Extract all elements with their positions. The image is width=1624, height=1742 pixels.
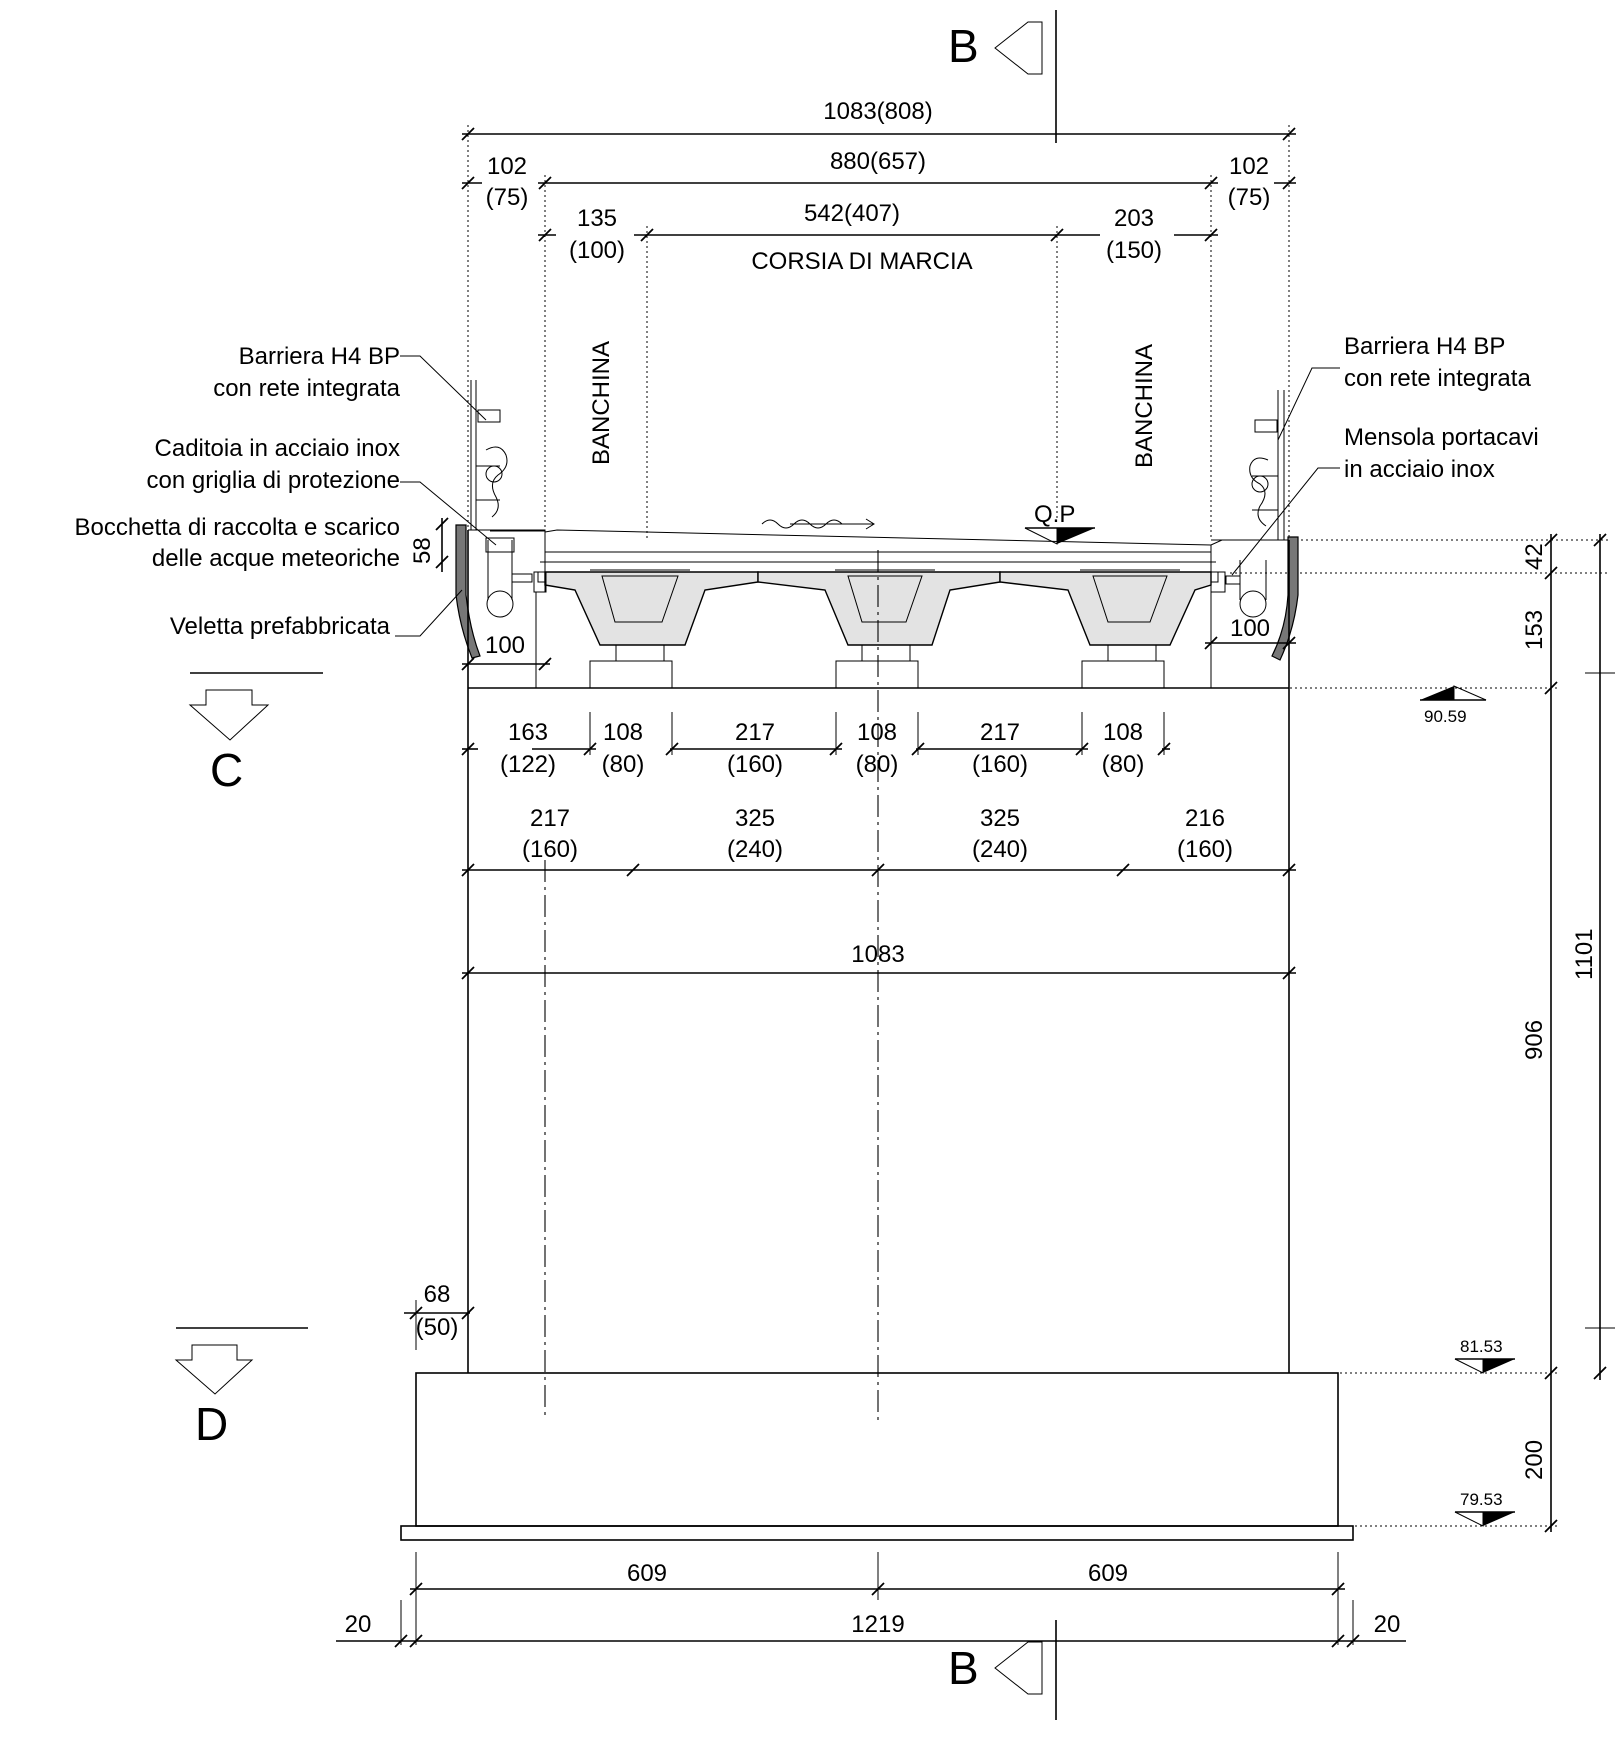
- dim-overhang-right: 100: [1230, 615, 1270, 642]
- section-letter-b-top: B: [948, 20, 979, 72]
- dim-axis-3: 325: [980, 805, 1020, 832]
- callout-drain-line2: con griglia di protezione: [147, 467, 401, 494]
- water-flow-symbol: [761, 518, 875, 530]
- dim-shoulder-left: 135: [577, 205, 617, 232]
- barrier-right: [1249, 390, 1285, 540]
- dim-batter: 68: [424, 1281, 451, 1308]
- level-footing-bottom: 79.53: [1460, 1490, 1503, 1509]
- level-cap-top: 90.59: [1424, 707, 1467, 726]
- qp-level-marker: Q.P: [1024, 501, 1095, 545]
- pier-cap-line: [467, 530, 1290, 1373]
- dim-curb-left: 58: [409, 537, 436, 564]
- footing: [400, 1372, 1354, 1541]
- callout-barrier-right-line1: Barriera H4 BP: [1344, 333, 1505, 360]
- callout-barrier-left-line1: Barriera H4 BP: [239, 343, 400, 370]
- dim-axis-1-alt: (160): [522, 836, 578, 863]
- shoulder-label-left: BANCHINA: [588, 341, 615, 465]
- dim-left-edge-alt: (75): [486, 184, 529, 211]
- dim-axis-3-alt: (240): [972, 836, 1028, 863]
- level-footing-top: 81.53: [1460, 1337, 1503, 1356]
- dim-overall-width: 1083(808): [823, 98, 932, 125]
- extension-lines: [467, 125, 1608, 1527]
- callout-barrier-right-line2: con rete integrata: [1344, 365, 1531, 392]
- dim-shoulder-right: 203: [1114, 205, 1154, 232]
- shoulder-label-right: BANCHINA: [1131, 344, 1158, 468]
- callout-outlet-line1: Bocchetta di raccolta e scarico: [75, 514, 401, 541]
- dim-axis-4: 216: [1185, 805, 1225, 832]
- callout-bracket-line2: in acciaio inox: [1344, 456, 1495, 483]
- dim-total-height: 1101: [1571, 928, 1598, 980]
- bearing-dims: 163 (122) 108 (80) 217 (160) 108 (80) 21…: [461, 712, 1171, 778]
- dim-bearing-3: 217: [735, 719, 775, 746]
- dim-lean-left: 20: [345, 1611, 372, 1638]
- section-letter-c: C: [210, 744, 243, 796]
- dim-right-edge: 102: [1229, 153, 1269, 180]
- dim-deck-width: 880(657): [830, 148, 926, 175]
- dim-left-edge: 102: [487, 153, 527, 180]
- callout-drain-line1: Caditoia in acciaio inox: [155, 435, 400, 462]
- dim-batter-alt: (50): [416, 1314, 459, 1341]
- section-marker-c: C: [188, 672, 323, 796]
- dim-pier-height: 906: [1521, 1020, 1548, 1060]
- dim-bearing-2: 108: [603, 719, 643, 746]
- dim-pier-width: 1083: [851, 941, 904, 968]
- pier-width-dim: 1083: [461, 941, 1296, 980]
- dim-right-edge-alt: (75): [1228, 184, 1271, 211]
- dim-bearing-3-alt: (160): [727, 751, 783, 778]
- section-letter-b-bottom: B: [948, 1642, 979, 1694]
- dim-lean-right: 20: [1374, 1611, 1401, 1638]
- callouts-left: Barriera H4 BP con rete integrata Cadito…: [75, 343, 497, 640]
- callout-barrier-left-line2: con rete integrata: [213, 375, 400, 402]
- section-letter-d: D: [195, 1398, 228, 1450]
- level-marker-cap: 90.59: [1420, 685, 1487, 726]
- precast-beams: [544, 569, 1212, 646]
- footing-dims: 609 609 1219 20 20: [336, 1552, 1406, 1648]
- dim-bearing-6-alt: (80): [1102, 751, 1145, 778]
- section-marker-b-bottom: B: [948, 1620, 1057, 1720]
- dim-footing-half-right: 609: [1088, 1560, 1128, 1587]
- curb-right: [1210, 539, 1290, 688]
- dim-axis-2-alt: (240): [727, 836, 783, 863]
- callout-outlet-line2: delle acque meteoriche: [152, 545, 400, 572]
- pier-batter-dim: 68 (50): [404, 1281, 475, 1350]
- dim-axis-4-alt: (160): [1177, 836, 1233, 863]
- level-marker-footing-top: 81.53: [1454, 1337, 1515, 1374]
- dim-bearing-4-alt: (80): [856, 751, 899, 778]
- callout-fascia: Veletta prefabbricata: [170, 613, 391, 640]
- dim-bearing-1: 163: [508, 719, 548, 746]
- dim-bearing-2-alt: (80): [602, 751, 645, 778]
- dim-footing-half-left: 609: [627, 1560, 667, 1587]
- dim-bearing-6: 108: [1103, 719, 1143, 746]
- bearings: [589, 644, 1165, 689]
- dim-footing-depth: 200: [1521, 1440, 1548, 1480]
- barrier-left: [470, 380, 508, 530]
- dim-bearing-4: 108: [857, 719, 897, 746]
- qp-label: Q.P: [1034, 501, 1075, 528]
- dim-lane-width: 542(407): [804, 200, 900, 227]
- axis-dims: 217 (160) 325 (240) 325 (240) 216 (160): [461, 805, 1296, 877]
- deck-side-dims: 58 100 100: [409, 517, 1296, 671]
- dim-axis-2: 325: [735, 805, 775, 832]
- callout-bracket-line1: Mensola portacavi: [1344, 424, 1539, 451]
- vertical-dims-right: 42 153 906 200 1101: [1521, 533, 1615, 1533]
- dim-bearing-5: 217: [980, 719, 1020, 746]
- dim-bearing-1-alt: (122): [500, 751, 556, 778]
- level-marker-footing-bottom: 79.53: [1454, 1490, 1515, 1527]
- dim-shoulder-left-alt: (100): [569, 237, 625, 264]
- lane-label: CORSIA DI MARCIA: [751, 248, 972, 275]
- top-dimension-lines: 1083(808) 102 (75) 880(657) 102 (75) 135…: [461, 98, 1296, 264]
- section-marker-b-top: B: [948, 10, 1057, 143]
- dim-overhang-left: 100: [485, 632, 525, 659]
- pier-axes: [544, 550, 879, 1420]
- dim-footing-width: 1219: [851, 1611, 904, 1638]
- dim-slab-thickness: 42: [1521, 543, 1548, 570]
- dim-bearing-5-alt: (160): [972, 751, 1028, 778]
- callouts-right: Barriera H4 BP con rete integrata Mensol…: [1231, 333, 1539, 576]
- curb-left: [468, 529, 547, 688]
- section-marker-d: D: [174, 1327, 308, 1450]
- dim-beam-depth: 153: [1521, 610, 1548, 650]
- dim-shoulder-right-alt: (150): [1106, 237, 1162, 264]
- dim-axis-1: 217: [530, 805, 570, 832]
